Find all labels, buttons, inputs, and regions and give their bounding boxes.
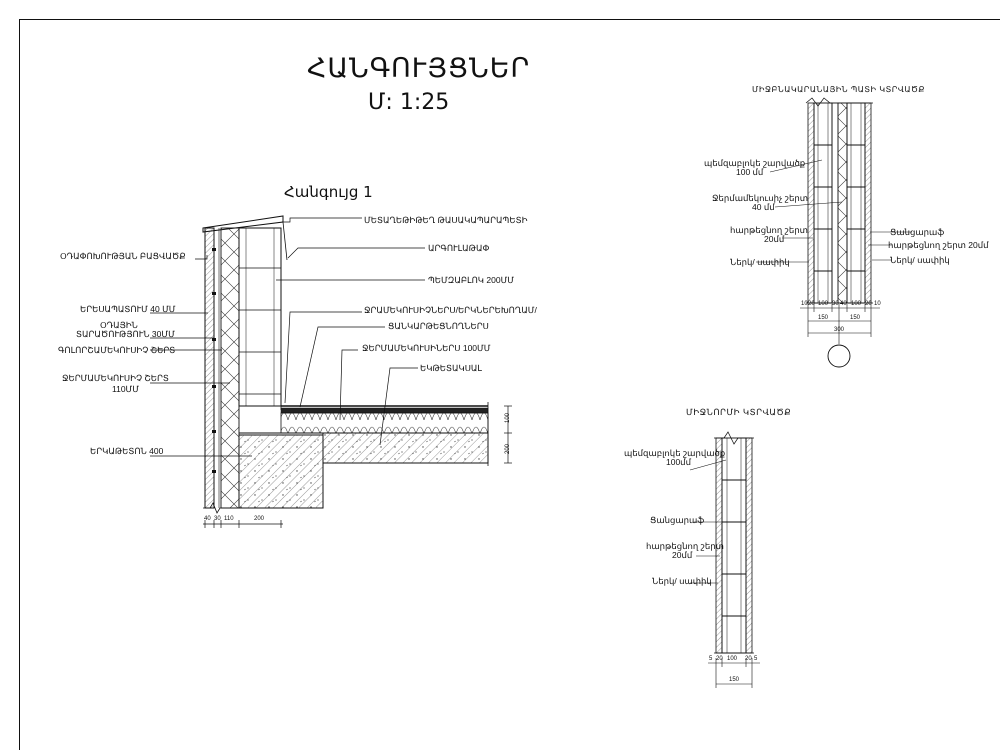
d2-label-insul-2: 40 մմ	[752, 202, 775, 212]
label-slab: ԵԿԹԵՏԱԿՍԱԼ	[420, 363, 482, 373]
d2-dim-100a: 100	[818, 301, 829, 307]
label-air-gap-2: ՏԱՐԱԾՈՒԹՅՈՒՆ 30ՄՄ	[76, 329, 175, 339]
label-panel: ԵՐԵՍԱՊԱՏՈՒՄ 40 ՄՄ	[80, 304, 176, 314]
sheet-scale: Մ: 1:25	[368, 90, 450, 115]
sheet-frame	[19, 19, 1000, 750]
label-block: ՊԵՄԶԱԲԼՈԿ 200ՄՄ	[428, 275, 515, 285]
dim-d1-100: 100	[505, 412, 512, 424]
d2-label-plaster-2: 20մմ	[764, 234, 785, 244]
detail2-title: ՄԻՋԲՆԱԿԱՐԱՆԱՅԻՆ ՊԱՏԻ ԿՏՐՎԱԾՔ	[752, 85, 925, 94]
label-membrane: ՋՐԱՄԵԿՈՒՍԻՉՆԵՐՍ/ԵՐԿՆԵՐԵԽՈՂԱՄ/	[364, 305, 537, 315]
d2-label-block-1: պեմզաբլոկե շարվածք	[704, 158, 806, 168]
label-roof-insulation: ՋԵՐՄԱՄԵԿՈՒՍԻՆԵՐՍ 100ՄՄ	[362, 343, 491, 353]
d2-dim-150a: 150	[818, 315, 829, 321]
dim-d1-110: 110	[224, 516, 234, 522]
dim-d1-200: 200	[254, 516, 265, 522]
d3-label-block-1: պեմզաբլոկե շարվածք	[624, 448, 726, 458]
d2-dim-100b: 100	[851, 301, 862, 307]
sheet-title: ՀԱՆԳՈՒՅՑՆԵՐ	[307, 53, 531, 84]
d2-dim-10a: 10	[801, 301, 808, 307]
dim-d1-30: 30	[214, 516, 221, 522]
detail1-drawing	[150, 215, 512, 528]
detail2-drawing	[756, 97, 912, 368]
d3-dim-100: 100	[727, 656, 738, 662]
detail3-title: ՄԻՋՆՈՐՄԻ ԿՏՐՎԱԾՔ	[686, 407, 792, 417]
d3-label-mesh: Ցանցարաֆ	[650, 515, 705, 525]
d2-dim-20a: 20	[808, 301, 815, 307]
d3-dim-20a: 20	[716, 656, 723, 662]
detail1-title: Հանգույց 1	[284, 183, 373, 201]
d2-label-block-2: 100 մմ	[736, 167, 764, 177]
d3-label-plaster-2: 20մմ	[672, 550, 693, 560]
detail3-drawing	[689, 431, 760, 688]
label-enclosure-cut: ՕԴԱՓՈԽՈՒԹՅԱՆ ԲԱՑՎԱԾՔ	[60, 251, 186, 261]
d3-dim-20b: 20	[745, 656, 752, 662]
d2-dim-40: 40	[840, 301, 847, 307]
d2-label-mesh-right: Ցանցարաֆ	[890, 227, 945, 237]
d2-label-insul-1: Ջերմամեկուսիչ շերտ	[712, 193, 809, 203]
d2-dim-30: 30	[832, 301, 839, 307]
dim-d1-40: 40	[204, 516, 211, 522]
label-flashing: ՄԵՏԱՂԵԹԻԹԵՂ ԹԱՍԱԿԱՊԱՐԱՊԵՏԻ	[364, 215, 528, 225]
d3-label-block-2: 100մմ	[666, 457, 691, 467]
d2-dim-10b: 10	[874, 301, 881, 307]
label-insulation-2: 110ՄՄ	[112, 384, 140, 394]
label-waterproof: ԳՈԼՈՐՇԱՄԵԿՈՒՍԻՉ ՇԵՐՏ	[58, 345, 176, 355]
label-sealant: ԱՐԳՈՒԼԱԹԱՓ	[428, 243, 490, 253]
d2-label-plaster-right: հարթեցնող շերտ 20մմ	[888, 240, 989, 250]
d2-dim-150b: 150	[850, 315, 861, 321]
d2-label-plaster-1: հարթեցնող շերտ	[730, 225, 808, 235]
d3-dim-5b: 5	[754, 656, 758, 662]
label-layers: ՑԱՆԿԱՐԹԵՑՆՈՂՆԵՐՍ	[388, 321, 489, 331]
d3-dim-5a: 5	[709, 656, 713, 662]
d2-label-finish-right: Ներկ/ սափիկ	[890, 255, 950, 265]
dim-d1-200v: 200	[505, 443, 512, 455]
label-insulation-1: ՋԵՐՄԱՄԵԿՈՒՍԻՉ ՇԵՐՏ	[62, 373, 169, 383]
d2-dim-20b: 20	[865, 301, 872, 307]
d2-label-finish: Ներկ/ սափիկ	[730, 257, 790, 267]
label-air-gap-1: ՕԴԱՅԻՆ	[100, 320, 138, 330]
d3-label-finish: Ներկ/ սափիկ	[652, 576, 712, 586]
d3-dim-150: 150	[729, 677, 740, 683]
d2-dim-300: 300	[834, 327, 845, 333]
d3-label-plaster-1: հարթեցնող շերտ	[646, 541, 724, 551]
label-concrete: ԵՐԿԱԹԵՏՈՆ 400	[90, 446, 164, 456]
